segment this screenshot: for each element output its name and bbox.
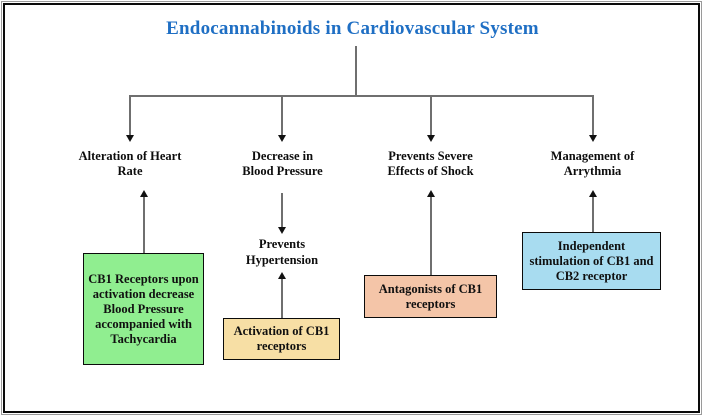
title-stem-connector <box>355 46 357 96</box>
blue-box-up-connector <box>592 196 594 232</box>
branch-label-blood-pressure-line1: Decrease in <box>251 149 314 163</box>
yellow-box[interactable]: Activation of CB1 receptors <box>223 318 340 360</box>
branch-drop-connector-4 <box>592 95 594 137</box>
branch-arrow-down-3 <box>427 135 435 142</box>
branch-label-shock-line1: Prevents Severe <box>388 149 473 163</box>
branch-label-arrythmia-line2: Arrythmia <box>563 164 622 178</box>
salmon-box-arrow-up <box>427 190 435 197</box>
branch-arrow-down-2 <box>278 135 286 142</box>
salmon-box[interactable]: Antagonists of CB1 receptors <box>364 275 497 318</box>
salmon-box-up-connector <box>430 196 432 275</box>
branch-label-blood-pressure-line2: Blood Pressure <box>242 164 323 178</box>
blue-box[interactable]: Independent stimulation of CB1 and CB2 r… <box>522 232 661 290</box>
green-box-up-connector <box>143 196 145 253</box>
branch-label-heart-rate: Alteration of Heart Rate <box>55 149 205 179</box>
yellow-box-arrow-up <box>278 272 286 279</box>
yellow-box-up-connector <box>281 278 283 318</box>
prevents-hypertension-line2: Hypertension <box>245 253 319 267</box>
branch-label-shock: Prevents Severe Effects of Shock <box>363 149 498 179</box>
inner-frame-border <box>3 3 700 413</box>
diagram-title: Endocannabinoids in Cardiovascular Syste… <box>166 18 539 39</box>
branch-drop-connector-1 <box>129 95 131 137</box>
prevents-hypertension-line1: Prevents <box>258 237 306 251</box>
hypertension-arrow-down <box>278 227 286 234</box>
hypertension-down-connector <box>281 193 283 229</box>
branch-arrow-down-1 <box>126 135 134 142</box>
branch-drop-connector-3 <box>430 95 432 137</box>
branch-label-heart-rate-line2: Rate <box>117 164 143 178</box>
branch-label-arrythmia: Management of Arrythmia <box>525 149 660 179</box>
intermediate-label-prevents-hypertension: Prevents Hypertension <box>216 236 348 268</box>
branch-arrow-down-4 <box>589 135 597 142</box>
branch-label-heart-rate-line1: Alteration of Heart <box>78 149 182 163</box>
green-box-arrow-up <box>140 190 148 197</box>
green-box[interactable]: CB1 Receptors upon activation decrease B… <box>83 253 204 365</box>
blue-box-arrow-up <box>589 190 597 197</box>
branch-label-blood-pressure: Decrease in Blood Pressure <box>215 149 350 179</box>
horizontal-bus-connector <box>129 95 594 97</box>
branch-drop-connector-2 <box>281 95 283 137</box>
branch-label-shock-line2: Effects of Shock <box>387 164 474 178</box>
branch-label-arrythmia-line1: Management of <box>550 149 635 163</box>
